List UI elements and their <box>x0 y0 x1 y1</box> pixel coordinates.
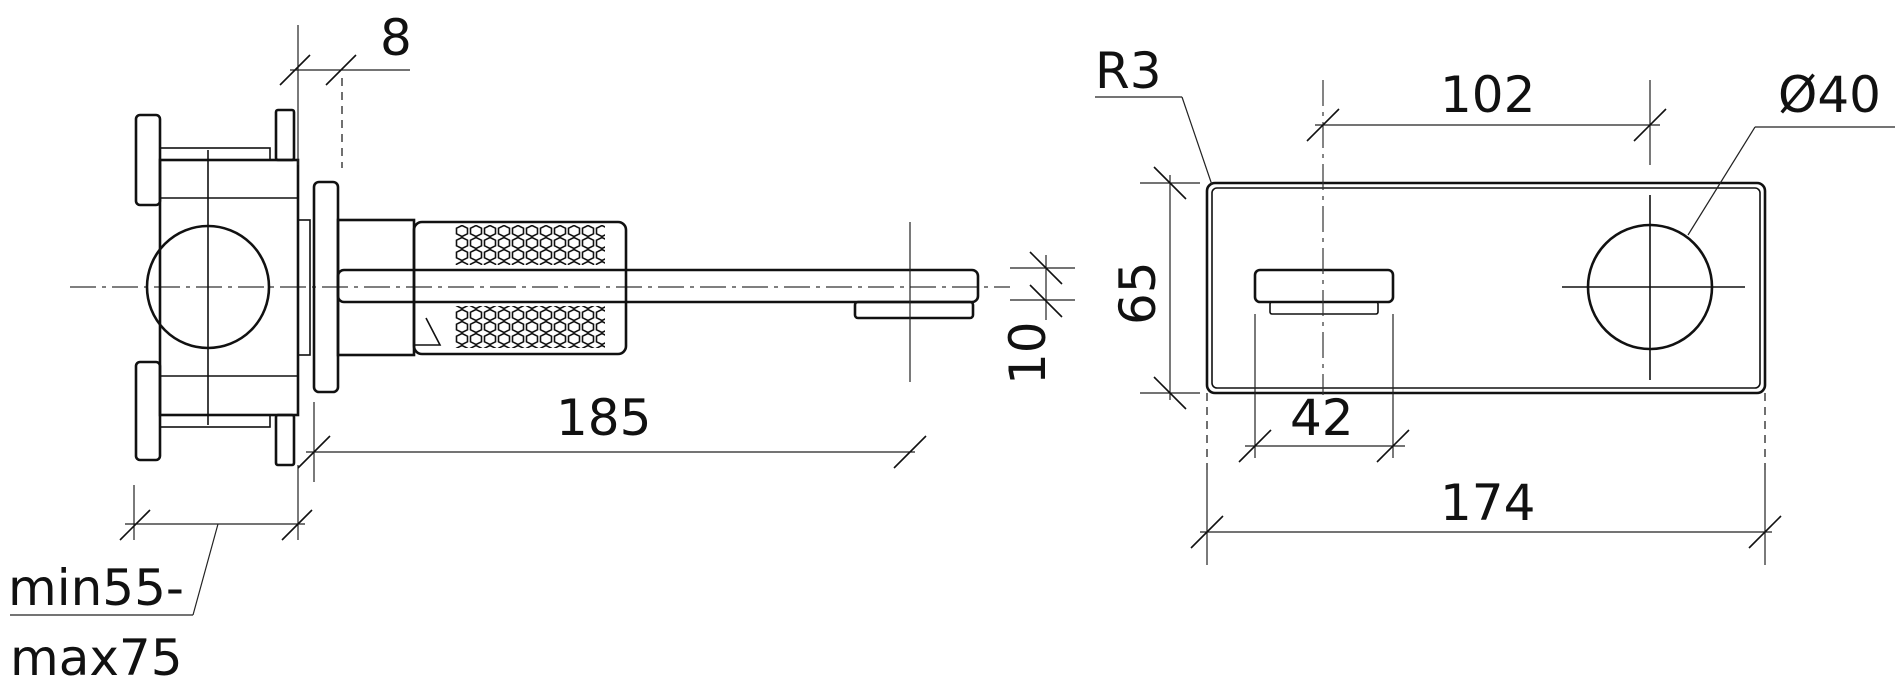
dim-top-offset: 8 <box>279 9 412 86</box>
knurl-pattern-lower <box>455 306 605 348</box>
dim-diameter: Ø40 <box>1687 66 1895 236</box>
side-view: 8 10 185 min55- max75 <box>8 9 1075 687</box>
dim-hole-spacing: 102 <box>1306 66 1667 142</box>
dim-label-diameter: Ø40 <box>1778 66 1881 124</box>
dim-label-lever-width: 42 <box>1290 389 1354 447</box>
dim-label-wall-depth-min: min55- <box>8 559 184 617</box>
dim-wall-depth: min55- max75 <box>8 509 313 687</box>
dim-spout-reach: 185 <box>297 389 927 469</box>
dim-label-plate-height: 65 <box>1109 261 1167 325</box>
dim-plate-height: 65 <box>1109 166 1187 410</box>
dim-plate-width: 174 <box>1190 474 1782 549</box>
cover-plate <box>1205 181 1767 395</box>
dim-radius: R3 <box>1095 42 1213 186</box>
front-view: R3 102 Ø40 65 42 <box>1095 42 1895 565</box>
dim-lever-width: 42 <box>1238 389 1410 463</box>
dim-label-hole-spacing: 102 <box>1440 66 1535 124</box>
dim-label-top-offset: 8 <box>380 9 412 67</box>
valve-body <box>134 108 311 467</box>
outlet-circle <box>1562 195 1745 380</box>
dim-label-plate-width: 174 <box>1440 474 1535 532</box>
dim-spout-drop: 10 <box>999 251 1075 385</box>
knurl-pattern-upper <box>455 225 605 265</box>
dim-label-spout-drop: 10 <box>999 321 1057 385</box>
spout <box>336 268 980 320</box>
dim-label-wall-depth-max: max75 <box>10 629 183 687</box>
dim-label-spout-reach: 185 <box>556 389 651 447</box>
dim-label-radius: R3 <box>1095 42 1162 100</box>
lever-slot <box>1253 80 1395 395</box>
